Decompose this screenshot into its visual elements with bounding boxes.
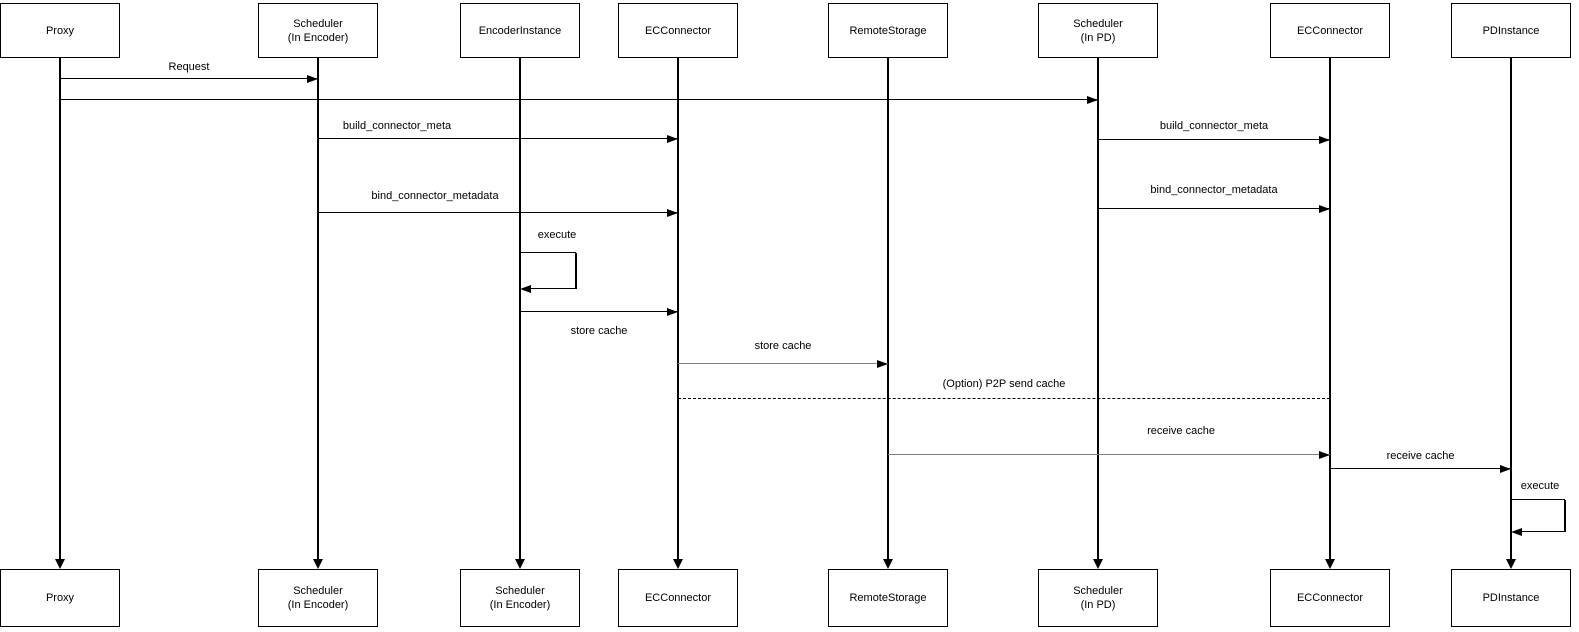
message-line (60, 78, 318, 80)
lifeline-end-arrow-icon (313, 559, 323, 569)
self-message-label: execute (1520, 480, 1560, 492)
lifeline-end-arrow-icon (883, 559, 893, 569)
participant-label: (In Encoder) (489, 599, 551, 611)
participant-bottom-box-ecconnector-right: ECConnector (1270, 569, 1390, 627)
lifeline-scheduler-pd (1097, 58, 1099, 559)
participant-top-box-scheduler-encoder: Scheduler(In Encoder) (258, 3, 378, 58)
participant-label: Scheduler (1073, 585, 1123, 597)
participant-label: ECConnector (1296, 24, 1364, 37)
participant-bottom-box-ecconnector-left: ECConnector (618, 569, 738, 627)
lifeline-scheduler-encoder (317, 58, 319, 559)
participant-top-box-encoder-instance: EncoderInstance (460, 3, 580, 58)
lifeline-end-arrow-icon (515, 559, 525, 569)
participant-label: (In Encoder) (287, 599, 349, 611)
participant-label: Scheduler (1073, 17, 1123, 30)
message-label: build_connector_meta (1159, 120, 1269, 132)
self-message-arrowhead-icon (520, 284, 531, 293)
message-line (678, 398, 1330, 400)
participant-label: ECConnector (644, 24, 712, 37)
participant-label: (In PD) (1080, 599, 1116, 611)
self-message-arrowhead-icon (1511, 527, 1522, 536)
lifeline-end-arrow-icon (1325, 559, 1335, 569)
message-label: store cache (754, 340, 812, 352)
self-message-right-line (575, 253, 577, 289)
message-line (318, 138, 678, 140)
participant-label: (In PD) (1080, 31, 1116, 44)
participant-label: Proxy (45, 592, 75, 604)
lifeline-remote-storage (887, 58, 889, 559)
message-label: bind_connector_metadata (1150, 184, 1278, 196)
lifeline-end-arrow-icon (673, 559, 683, 569)
participant-label: PDInstance (1482, 592, 1540, 604)
participant-label: Scheduler (293, 585, 343, 597)
participant-label: Proxy (45, 24, 75, 37)
lifeline-end-arrow-icon (1093, 559, 1103, 569)
message-label: bind_connector_metadata (371, 190, 499, 202)
self-message-top-line (1511, 499, 1565, 501)
message-arrowhead-icon (1319, 135, 1330, 144)
participant-label: PDInstance (1482, 24, 1540, 37)
message-arrowhead-icon (667, 134, 678, 143)
message-label: receive cache (1147, 425, 1215, 437)
message-arrowhead-icon (1319, 450, 1330, 459)
message-label: build_connector_meta (342, 120, 452, 132)
participant-top-box-ecconnector-left: ECConnector (618, 3, 738, 58)
lifeline-proxy (59, 58, 61, 559)
self-message-right-line (1564, 500, 1566, 532)
participant-top-box-scheduler-pd: Scheduler(In PD) (1038, 3, 1158, 58)
lifeline-end-arrow-icon (55, 559, 65, 569)
participant-bottom-box-proxy: Proxy (0, 569, 120, 627)
message-line (60, 99, 1098, 101)
participant-label: Scheduler (293, 17, 343, 30)
participant-top-box-ecconnector-right: ECConnector (1270, 3, 1390, 58)
self-message-top-line (520, 252, 576, 254)
participant-label: ECConnector (1296, 592, 1364, 604)
participant-label: RemoteStorage (849, 24, 927, 37)
self-message-bottom-line (1521, 531, 1565, 533)
message-arrowhead-icon (1319, 204, 1330, 213)
message-line (1098, 208, 1330, 210)
lifeline-ecconnector-right (1329, 58, 1331, 559)
self-message-bottom-line (530, 288, 576, 290)
participant-bottom-box-scheduler-encoder: Scheduler (In Encoder) (258, 569, 378, 627)
participant-top-box-pd-instance: PDInstance (1451, 3, 1571, 58)
participant-label: EncoderInstance (478, 24, 562, 37)
message-line (678, 363, 888, 365)
participant-bottom-box-scheduler-pd: Scheduler (In PD) (1038, 569, 1158, 627)
message-line (520, 311, 678, 313)
message-arrowhead-icon (1087, 95, 1098, 104)
lifeline-ecconnector-left (677, 58, 679, 559)
message-label: receive cache (1386, 450, 1455, 462)
message-line (1330, 468, 1511, 470)
message-arrowhead-icon (667, 208, 678, 217)
message-arrowhead-icon (307, 74, 318, 83)
message-arrowhead-icon (1500, 464, 1511, 473)
participant-top-box-remote-storage: RemoteStorage (828, 3, 948, 58)
participant-label: (In Encoder) (287, 31, 349, 44)
message-line (1098, 139, 1330, 141)
message-line (318, 212, 678, 214)
message-arrowhead-icon (877, 359, 888, 368)
lifeline-encoder-instance (519, 58, 521, 559)
self-message-label: execute (537, 229, 577, 241)
lifeline-end-arrow-icon (1506, 559, 1516, 569)
participant-bottom-box-remote-storage: RemoteStorage (828, 569, 948, 627)
participant-bottom-box-encoder-instance: Scheduler (In Encoder) (460, 569, 580, 627)
participant-label: RemoteStorage (849, 592, 927, 604)
participant-top-box-proxy: Proxy (0, 3, 120, 58)
participant-label: ECConnector (644, 592, 712, 604)
message-label: store cache (570, 325, 628, 337)
message-arrowhead-icon (667, 307, 678, 316)
message-line (888, 454, 1330, 456)
lifeline-pd-instance (1510, 58, 1512, 559)
message-label: (Option) P2P send cache (942, 378, 1066, 390)
participant-bottom-box-pd-instance: PDInstance (1451, 569, 1571, 627)
message-label: Request (168, 61, 210, 73)
participant-label: Scheduler (495, 585, 545, 597)
